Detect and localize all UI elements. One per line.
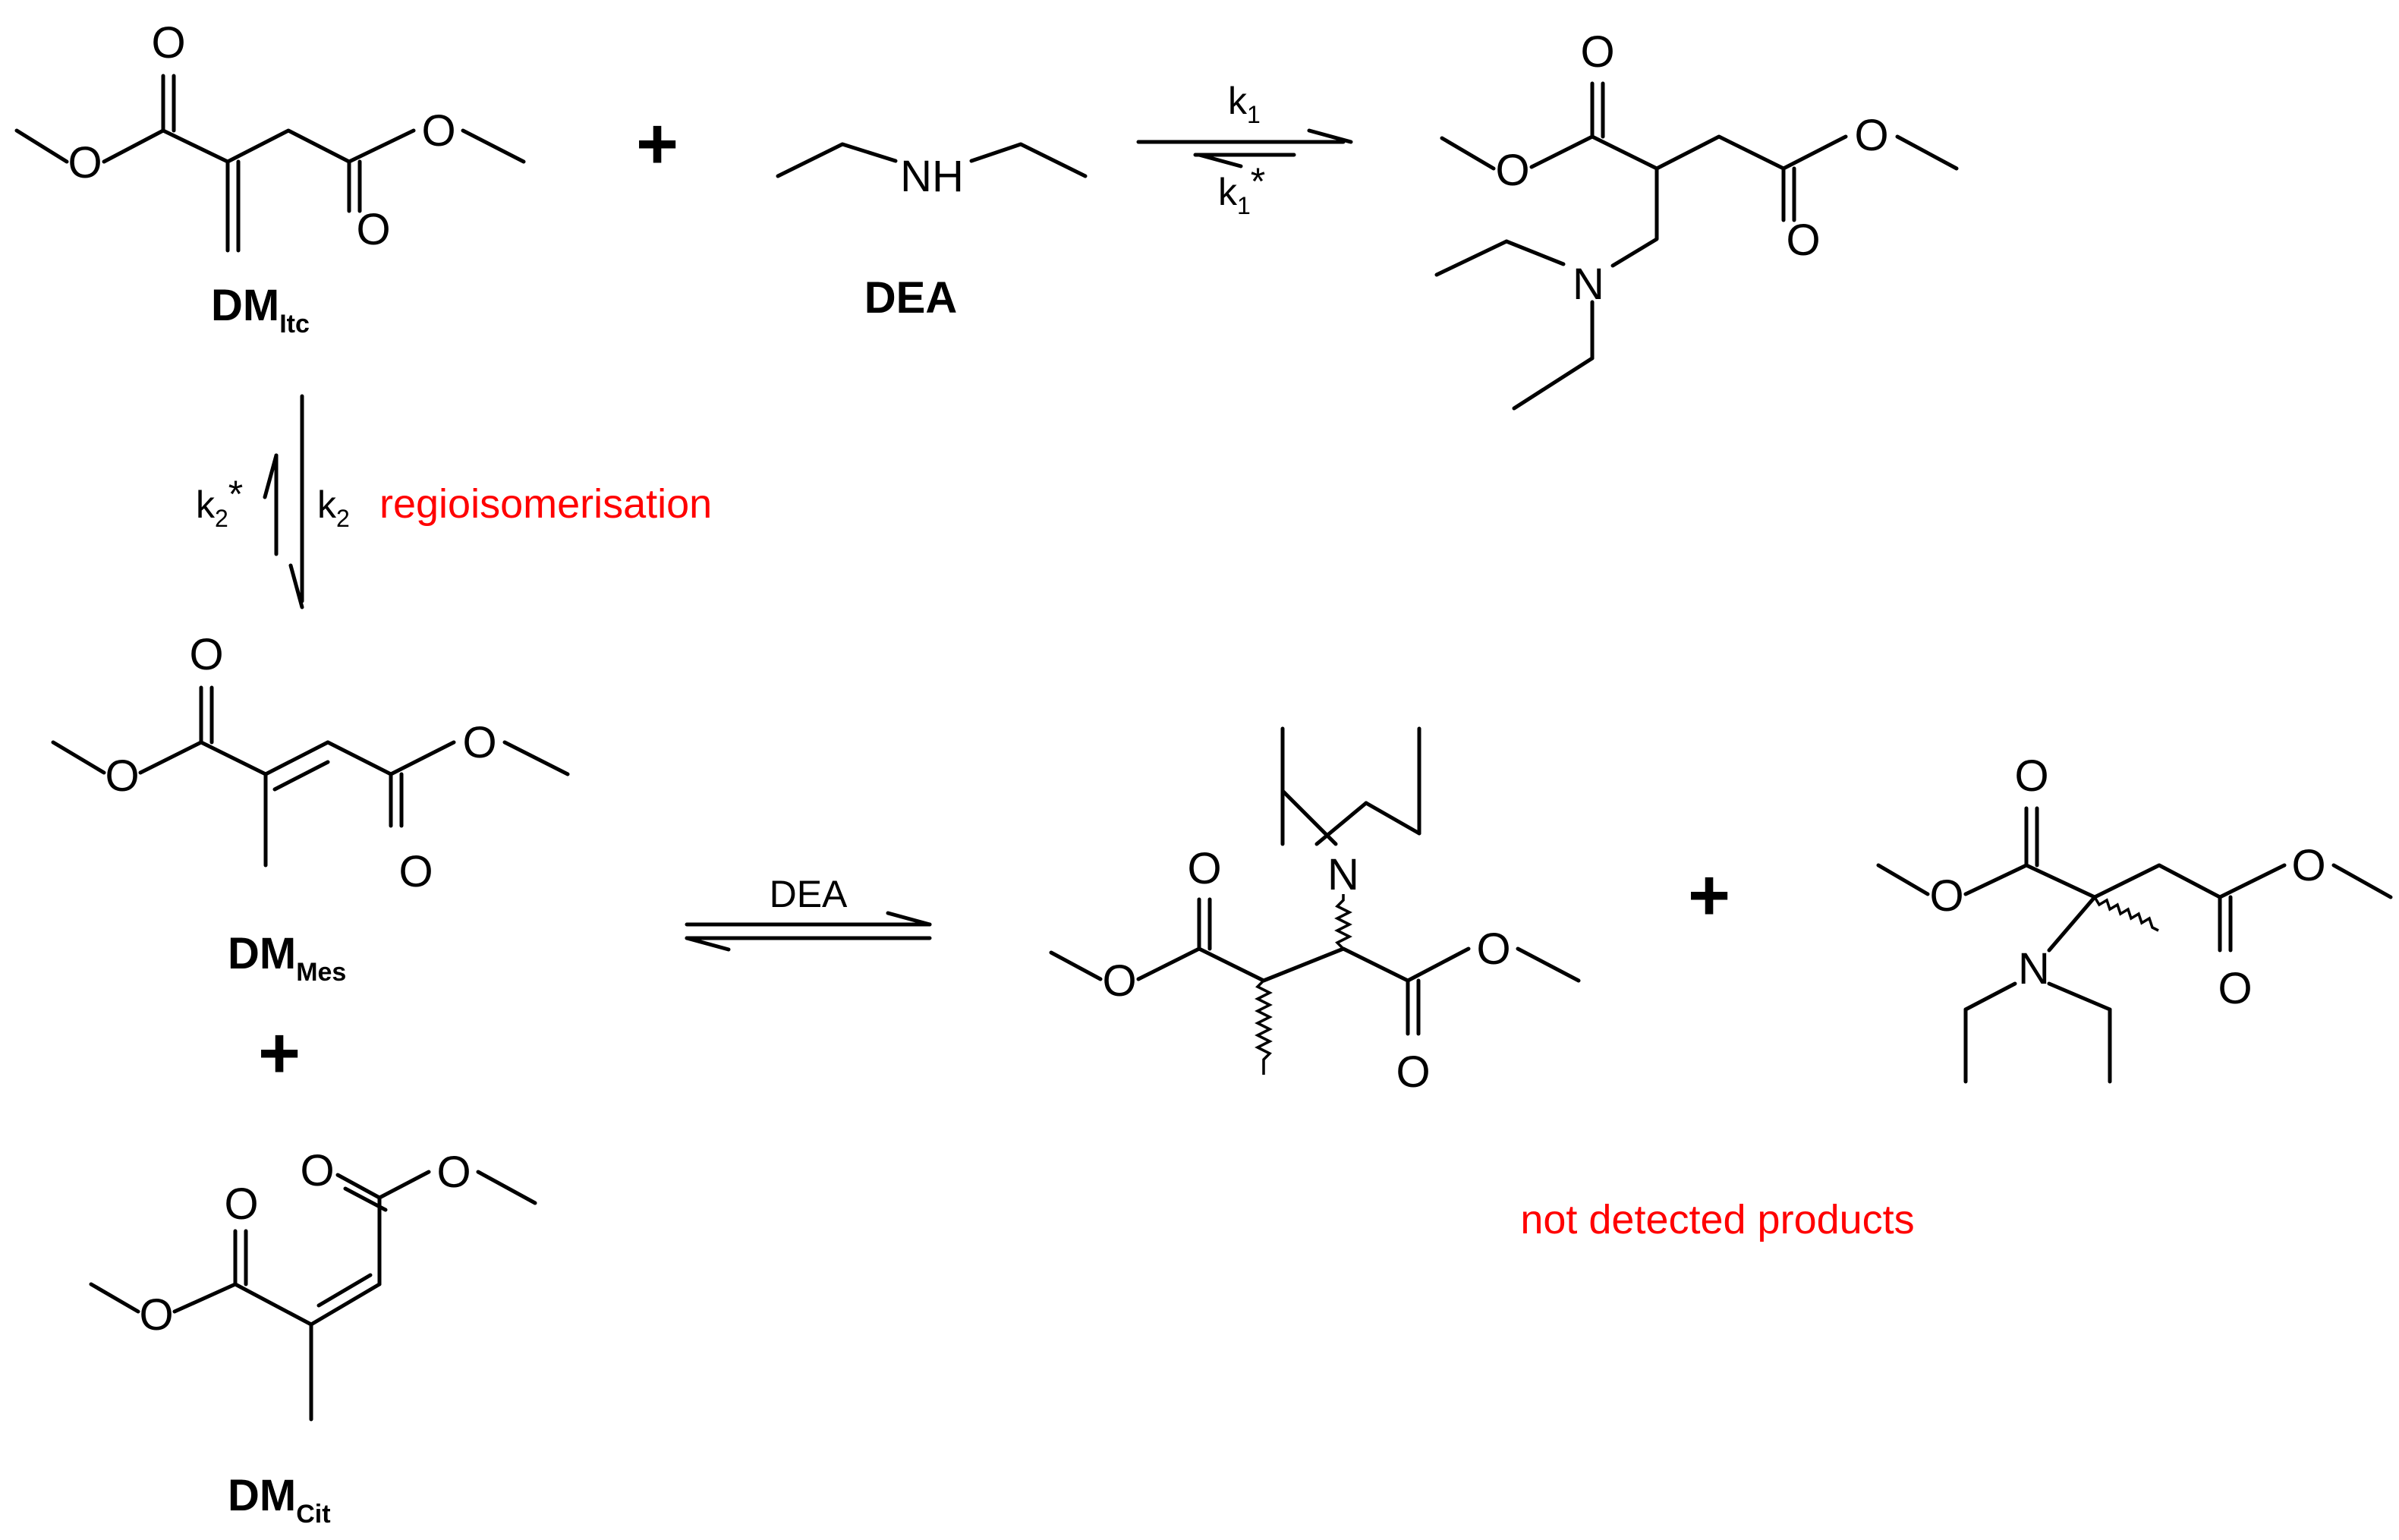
atom-o-carbonyl: O	[189, 630, 223, 679]
label-dm-itc: DMItc	[211, 281, 310, 339]
label-dea: DEA	[864, 273, 957, 323]
rate-constant-k2: k2	[317, 483, 350, 532]
atom-o-ester: O	[1854, 111, 1888, 160]
label-dm-cit: DMCit	[228, 1471, 331, 1529]
atom-o-carbonyl: O	[398, 847, 433, 896]
atom-o-carbonyl: O	[2218, 964, 2252, 1013]
atom-o-ester: O	[1929, 871, 1963, 921]
molecule-dimethyl-itaconate: O O O O	[14, 18, 526, 254]
molecule-undetected-adduct-mesaconate: O O O O N	[1049, 726, 1581, 1097]
plus-sign: +	[636, 103, 678, 184]
reagent-dea-over-arrow: DEA	[770, 873, 848, 915]
molecule-undetected-adduct-citraconate: O O O O N	[1876, 751, 2393, 1084]
atom-n: N	[2018, 944, 2050, 994]
atom-o-carbonyl: O	[1396, 1047, 1430, 1097]
atom-o-ester: O	[68, 138, 102, 187]
atom-o-ester: O	[105, 751, 139, 801]
atom-o-ester: O	[436, 1148, 471, 1197]
annotation-not-detected: not detected products	[1520, 1197, 1914, 1242]
plus-sign: +	[258, 1012, 301, 1094]
atom-o-carbonyl: O	[1786, 216, 1820, 265]
equilibrium-arrow-dea	[685, 911, 932, 952]
atom-o-carbonyl: O	[356, 205, 390, 254]
atom-nh: NH	[900, 152, 964, 201]
atom-o-carbonyl: O	[300, 1146, 334, 1195]
equilibrium-arrow-k1	[1136, 128, 1353, 168]
atom-o-carbonyl: O	[1580, 27, 1614, 77]
atom-o-carbonyl: O	[224, 1179, 258, 1229]
rate-constant-k2-star: k2*	[196, 473, 243, 532]
atom-o-ester: O	[421, 106, 455, 156]
plus-sign: +	[1688, 855, 1730, 936]
molecule-dimethyl-mesaconate: O O O O	[51, 630, 570, 896]
atom-n: N	[1573, 260, 1604, 309]
atom-o-ester: O	[2291, 841, 2325, 890]
atom-n: N	[1327, 850, 1359, 899]
molecule-aza-michael-adduct: O O O O N	[1434, 27, 1959, 411]
label-dm-mes: DMMes	[228, 929, 346, 987]
molecule-diethylamine: NH	[776, 142, 1088, 201]
equilibrium-arrow-k2	[263, 394, 304, 609]
atom-o-ester: O	[1476, 924, 1510, 974]
atom-o-ester: O	[462, 718, 496, 767]
rate-constant-k1-star: k1*	[1218, 160, 1265, 219]
rate-constant-k1: k1	[1228, 80, 1261, 128]
atom-o-carbonyl: O	[1187, 844, 1221, 893]
molecule-dimethyl-citraconate: O O O O	[89, 1146, 537, 1422]
atom-o-ester: O	[1495, 146, 1529, 195]
atom-o-ester: O	[1102, 956, 1136, 1006]
atom-o-carbonyl: O	[2014, 751, 2048, 801]
annotation-regioisomerisation: regioisomerisation	[379, 481, 712, 527]
atom-o-carbonyl: O	[151, 18, 185, 68]
atom-o-ester: O	[139, 1290, 173, 1340]
